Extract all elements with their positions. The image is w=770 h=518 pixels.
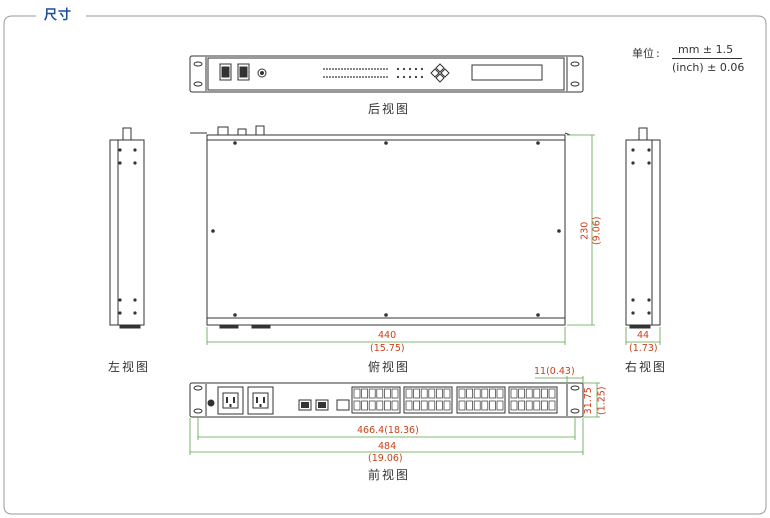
rear-view — [189, 55, 584, 93]
unit-label: 单位: — [632, 48, 660, 59]
top-view-label: 俯视图 — [368, 360, 411, 374]
side-mm-label: 44 — [637, 330, 650, 341]
hole-span-label: 466.4(18.36) — [357, 425, 419, 436]
total-in-label: (19.06) — [368, 453, 403, 464]
top-view — [190, 125, 571, 329]
unit-denominator: (inch) ± 0.06 — [672, 61, 745, 74]
top-view-dimensions — [206, 134, 595, 345]
depth-mm-label: 230 — [579, 221, 591, 240]
right-view-dimensions — [625, 327, 661, 345]
front-view — [189, 382, 584, 418]
front-view-dimensions — [189, 376, 600, 455]
unit-fraction-bar — [672, 58, 742, 59]
ear-offset-label: 11(0.43) — [534, 366, 575, 377]
right-view — [625, 127, 661, 329]
ear-height-in-label: (1.25) — [596, 386, 608, 416]
depth-in-label: (9.06) — [591, 216, 603, 246]
unit-label-text: 单位 — [632, 47, 654, 60]
side-in-label: (1.73) — [629, 343, 658, 354]
front-view-label: 前视图 — [368, 468, 411, 482]
section-title: 尺寸 — [44, 8, 73, 23]
total-mm-label: 484 — [378, 441, 397, 452]
frame-border — [3, 15, 767, 515]
unit-numerator: mm ± 1.5 — [678, 43, 734, 56]
unit-colon: : — [656, 47, 660, 60]
left-view-label: 左视图 — [108, 360, 151, 374]
ear-height-mm-label: 31.75 — [582, 387, 594, 415]
left-view — [109, 127, 145, 329]
rear-view-label: 后视图 — [368, 102, 411, 116]
width-mm-label: 440 — [378, 330, 397, 341]
width-in-label: (15.75) — [370, 343, 405, 354]
right-view-label: 右视图 — [625, 360, 668, 374]
